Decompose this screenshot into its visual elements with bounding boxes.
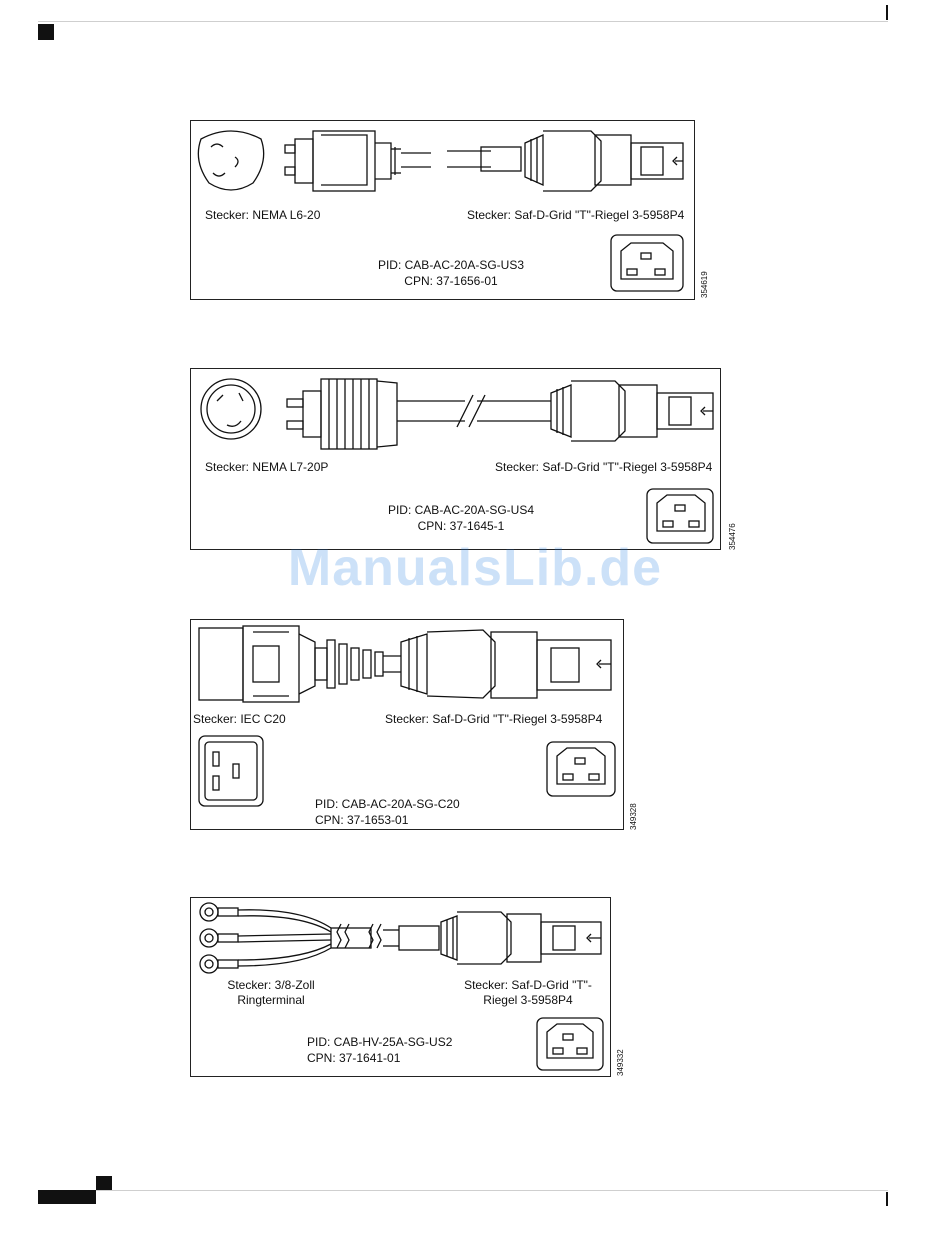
header-tick-mark <box>886 5 888 20</box>
figure-number: 354619 <box>700 271 709 298</box>
cable-drawing-3 <box>198 625 616 807</box>
cpn-label: CPN: 37-1656-01 <box>404 274 498 288</box>
figure-cable-nema-l7-20p: Stecker: NEMA L7-20P Stecker: Saf-D-Grid… <box>190 368 721 550</box>
left-connector-label: Stecker: IEC C20 <box>193 712 286 726</box>
cpn-label: CPN: 37-1641-01 <box>307 1051 401 1065</box>
pid-label: PID: CAB-AC-20A-SG-US4 <box>387 503 535 517</box>
pid-label: PID: CAB-AC-20A-SG-US3 <box>377 258 525 272</box>
figure-cable-iec-c20: Stecker: IEC C20 Stecker: Saf-D-Grid "T"… <box>190 619 624 830</box>
figure-cable-ring-terminal: Stecker: 3/8-Zoll Ringterminal Stecker: … <box>190 897 611 1077</box>
right-connector-label: Stecker: Saf-D-Grid "T"-Riegel 3-5958P4 <box>495 460 713 474</box>
footer-tick-mark <box>886 1192 888 1206</box>
cable-drawing-1 <box>197 130 684 292</box>
cpn-label: CPN: 37-1653-01 <box>315 813 409 827</box>
right-connector-label: Stecker: Saf-D-Grid "T"-Riegel 3-5958P4 <box>464 978 592 1007</box>
cable-drawing-4 <box>199 902 604 1071</box>
cable-drawing-2 <box>200 378 714 544</box>
right-connector-label: Stecker: Saf-D-Grid "T"-Riegel 3-5958P4 <box>467 208 685 222</box>
figure-number: 349328 <box>629 803 638 830</box>
figure-cable-nema-l6-20: Stecker: NEMA L6-20 Stecker: Saf-D-Grid … <box>190 120 695 300</box>
footer-rule <box>38 1190 888 1191</box>
cpn-label: CPN: 37-1645-1 <box>417 519 505 533</box>
figure-number: 349332 <box>616 1049 625 1076</box>
footer-square-marker <box>96 1176 112 1190</box>
pid-label: PID: CAB-HV-25A-SG-US2 <box>307 1035 453 1049</box>
footer-black-tab <box>38 1190 96 1204</box>
header-rule <box>38 21 888 22</box>
right-connector-label: Stecker: Saf-D-Grid "T"-Riegel 3-5958P4 <box>385 712 603 726</box>
left-connector-label: Stecker: NEMA L6-20 <box>205 208 321 222</box>
pid-label: PID: CAB-AC-20A-SG-C20 <box>315 797 460 811</box>
left-connector-label: Stecker: 3/8-Zoll Ringterminal <box>227 978 315 1007</box>
watermark-text: ManualsLib.de <box>287 539 663 597</box>
header-square-marker <box>38 24 54 40</box>
left-connector-label: Stecker: NEMA L7-20P <box>205 460 329 474</box>
